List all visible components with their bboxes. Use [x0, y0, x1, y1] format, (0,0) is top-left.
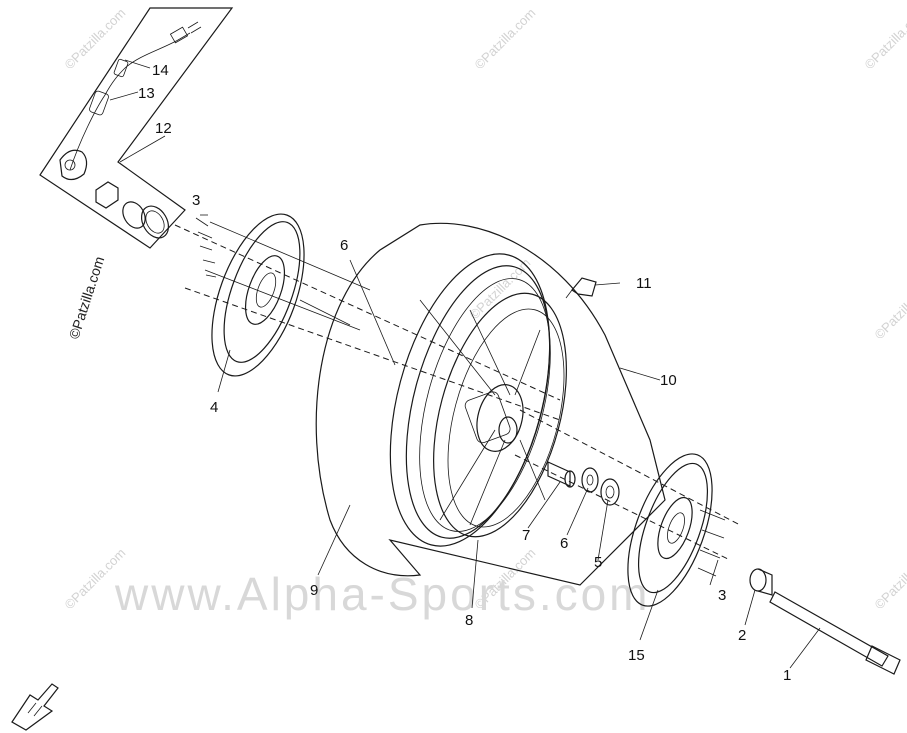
watermark-small: ©Patzilla.com — [872, 275, 907, 342]
callout-3-right: 3 — [718, 587, 726, 604]
watermark-main: www.Alpha-Sports.com — [114, 568, 651, 620]
callout-5: 5 — [594, 554, 602, 571]
tire — [315, 222, 666, 586]
callout-11: 11 — [636, 275, 652, 292]
brake-disc-left — [195, 213, 305, 377]
callout-3-left: 3 — [192, 192, 200, 209]
callout-6-bottom: 6 — [560, 535, 568, 552]
sensor-assembly — [39, 7, 234, 249]
callout-10: 10 — [660, 372, 677, 389]
callout-4: 4 — [210, 399, 218, 416]
leader-lines — [109, 59, 821, 669]
wheel-rim — [389, 253, 567, 547]
watermark-small: ©Patzilla.com — [872, 545, 907, 612]
callout-7: 7 — [522, 527, 530, 544]
callout-12: 12 — [155, 120, 172, 137]
watermark-small: ©Patzilla.com — [62, 5, 129, 72]
bearings — [581, 467, 620, 506]
callout-13: 13 — [138, 85, 155, 102]
callout-6-top: 6 — [340, 237, 348, 254]
collar — [749, 568, 773, 596]
brake-disc-right — [627, 453, 726, 607]
callout-9: 9 — [310, 582, 318, 599]
watermark-small: ©Patzilla.com — [467, 255, 534, 322]
axle — [769, 591, 901, 675]
callouts: 1 2 3 3 4 5 6 6 7 8 9 10 11 12 13 14 15 — [138, 62, 791, 684]
callout-1: 1 — [783, 667, 791, 684]
watermark-small: ©Patzilla.com — [862, 5, 907, 72]
watermark-side: ©Patzilla.com — [66, 254, 108, 341]
valve — [565, 277, 597, 299]
spacer — [547, 461, 576, 488]
callout-8: 8 — [465, 612, 473, 629]
watermark-small: ©Patzilla.com — [472, 5, 539, 72]
callout-15: 15 — [628, 647, 645, 664]
callout-14: 14 — [152, 62, 169, 79]
callout-2: 2 — [738, 627, 746, 644]
front-arrow-icon — [11, 683, 59, 731]
